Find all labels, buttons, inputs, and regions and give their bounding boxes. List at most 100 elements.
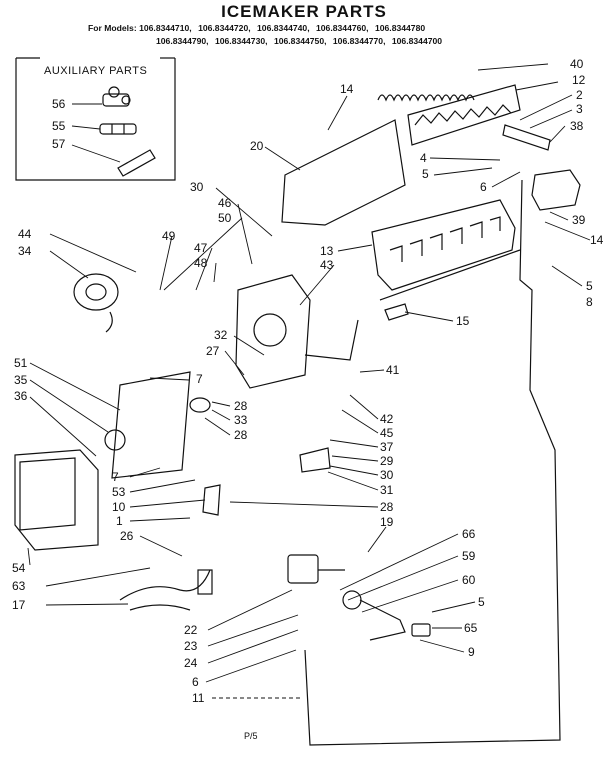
water-tube (304, 179, 561, 746)
callout-14: 14 (340, 82, 354, 96)
callout-53: 53 (112, 485, 126, 499)
callout-6: 6 (192, 675, 199, 689)
callout-34: 34 (18, 244, 32, 258)
auxiliary-parts-box: AUXILIARY PARTS (15, 57, 176, 181)
ice-mold-13 (371, 199, 516, 291)
control-housing-43 (235, 274, 311, 389)
callout-49: 49 (162, 229, 176, 243)
leader-lines (27, 63, 591, 699)
model-number: 106.8344700 (391, 36, 443, 46)
callout-47: 47 (194, 241, 208, 255)
model-number: 106.8344720, (198, 23, 251, 33)
callout-30: 30 (190, 180, 204, 194)
front-cover-54 (14, 449, 99, 551)
callout-20: 20 (250, 139, 264, 153)
thermostat-33 (189, 397, 211, 413)
callout-28: 28 (234, 428, 248, 442)
callout-17: 17 (12, 598, 26, 612)
callout-57: 57 (52, 137, 66, 151)
callout-30: 30 (380, 468, 394, 482)
callout-65: 65 (464, 621, 478, 635)
callout-37: 37 (380, 440, 394, 454)
model-row-2: 106.8344790, 106.8344730, 106.8344750, 1… (88, 35, 608, 48)
stripper-spring-40 (377, 94, 475, 102)
callout-29: 29 (380, 454, 394, 468)
callout-35: 35 (14, 373, 28, 387)
drive-gear (253, 313, 287, 347)
callout-7: 7 (196, 372, 203, 386)
callout-7: 7 (112, 470, 119, 484)
callout-3: 3 (576, 102, 583, 116)
auxiliary-parts-title: AUXILIARY PARTS (44, 65, 147, 77)
callout-44: 44 (18, 227, 32, 241)
callout-59: 59 (462, 549, 476, 563)
tube-57-icon (117, 149, 156, 177)
callout-22: 22 (184, 623, 198, 637)
callout-6: 6 (480, 180, 487, 194)
mold-cavities (389, 216, 501, 262)
shaft-15 (379, 249, 521, 321)
callout-10: 10 (112, 500, 126, 514)
model-number: 106.8344730, (214, 36, 268, 46)
callout-28: 28 (234, 399, 248, 413)
model-number: 106.8344750, (273, 36, 327, 46)
mold-cover-20 (281, 119, 406, 226)
callout-8: 8 (586, 295, 593, 309)
callout-15: 15 (456, 314, 470, 328)
callout-5: 5 (422, 167, 429, 181)
callout-5: 5 (586, 279, 593, 293)
model-row-1: For Models: 106.8344710, 106.8344720, 10… (88, 22, 608, 35)
callout-38: 38 (570, 119, 584, 133)
motor-44 (73, 273, 119, 333)
callout-4: 4 (420, 151, 427, 165)
bracket-10 (202, 484, 221, 516)
callout-36: 36 (14, 389, 28, 403)
callout-32: 32 (214, 328, 228, 342)
model-number: 106.8344770, (332, 36, 386, 46)
callout-66: 66 (462, 527, 476, 541)
callout-56: 56 (52, 97, 66, 111)
callout-5: 5 (478, 595, 485, 609)
callout-31: 31 (380, 483, 394, 497)
model-number: 106.8344740, (257, 23, 310, 33)
callout-9: 9 (468, 645, 475, 659)
harness-connector (197, 569, 213, 595)
ejector-12 (407, 84, 521, 146)
callout-41: 41 (386, 363, 400, 377)
model-number: 106.8344710, (139, 23, 192, 33)
model-number: 106.8344790, (156, 36, 209, 46)
callout-1: 1 (116, 514, 123, 528)
callout-labels: 56 55 57 14 40 12 2 3 38 20 4 5 6 30 46 … (12, 57, 604, 741)
callout-19: 19 (380, 515, 394, 529)
callout-26: 26 (120, 529, 134, 543)
callout-50: 50 (218, 211, 232, 225)
callout-43: 43 (320, 258, 334, 272)
gear-35 (104, 429, 126, 451)
callout-2: 2 (576, 88, 583, 102)
callout-40: 40 (570, 57, 584, 71)
diagram-title: ICEMAKER PARTS (221, 2, 387, 21)
shutoff-arm-41 (304, 319, 359, 361)
model-number: 106.8344780 (374, 23, 426, 33)
callout-48: 48 (194, 256, 208, 270)
callout-14: 14 (590, 233, 604, 247)
callout-23: 23 (184, 639, 198, 653)
callout-11: 11 (192, 691, 205, 705)
bracket-39 (531, 169, 581, 211)
callout-12: 12 (572, 73, 586, 87)
fitting-56-icon (102, 86, 131, 107)
callout-60: 60 (462, 573, 476, 587)
page-footer: P/5 (244, 731, 258, 741)
callout-55: 55 (52, 119, 66, 133)
mounting-plate-51 (111, 371, 191, 479)
ejector-blades (414, 104, 512, 126)
wire-harness-17 (119, 569, 211, 611)
callout-24: 24 (184, 656, 198, 670)
callout-28: 28 (380, 500, 394, 514)
model-number: 106.8344760, (316, 23, 369, 33)
fill-cup-2 (502, 124, 551, 151)
callout-33: 33 (234, 413, 248, 427)
switch-29 (299, 447, 331, 473)
callout-46: 46 (218, 196, 232, 210)
